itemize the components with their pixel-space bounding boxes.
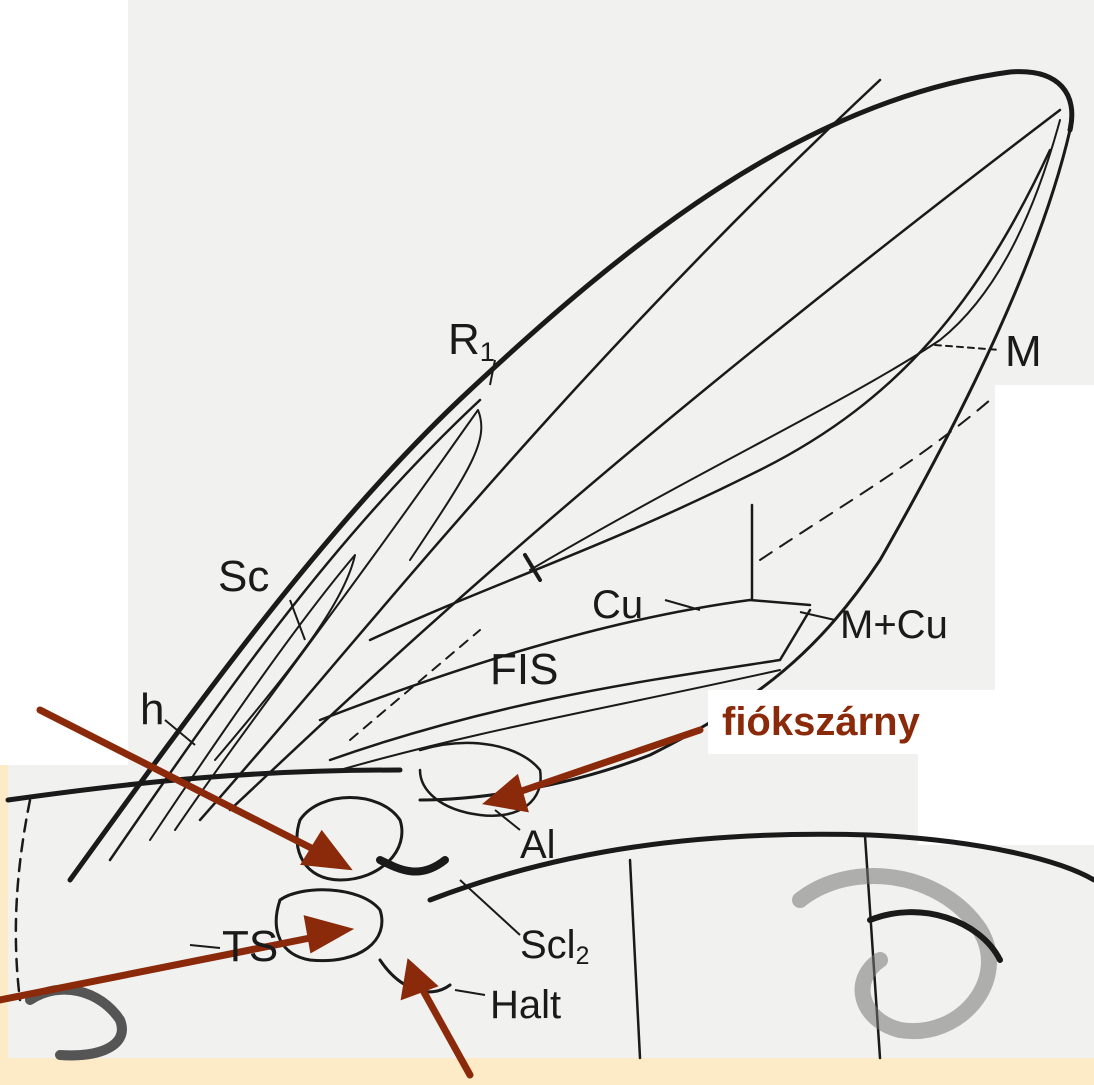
arrow-alula-head — [490, 780, 524, 808]
base-sclerite — [30, 990, 122, 1056]
label-r1-sub: 1 — [480, 336, 495, 367]
label-r1-main: R — [448, 315, 480, 364]
label-fis: FIS — [490, 648, 558, 692]
arrow-halter — [420, 985, 470, 1075]
label-scl2-sub: 2 — [576, 943, 590, 970]
label-scl2-main: Scl — [520, 923, 576, 967]
scutellum-dark-fill — [380, 860, 445, 872]
arrow-upper-squama-head — [306, 836, 345, 866]
label-m: M — [1005, 330, 1042, 374]
vein-crossvein — [525, 555, 540, 580]
label-r1: R1 — [448, 318, 495, 365]
label-h: h — [140, 688, 164, 732]
arrow-lower-squama-head — [308, 920, 345, 948]
arrow-alula — [510, 730, 700, 795]
label-m-cu: M+Cu — [840, 605, 948, 645]
arrow-upper-squama — [40, 710, 325, 855]
leg-coil-1 — [800, 876, 989, 1031]
leader-ts — [190, 945, 220, 948]
leader-halt — [455, 990, 485, 995]
wing-costal-margin — [70, 72, 1072, 880]
vein-m-cell — [530, 120, 1060, 570]
leader-cu — [665, 600, 700, 610]
label-sc: Sc — [218, 555, 269, 599]
label-cu: Cu — [592, 585, 643, 625]
vein-m — [370, 150, 1050, 640]
label-scl2: Scl2 — [520, 925, 589, 970]
thorax-front — [16, 800, 30, 1000]
label-ts: TS — [222, 925, 278, 969]
label-halt: Halt — [490, 985, 561, 1025]
label-al: Al — [520, 825, 556, 865]
callout-fiokszarny: fiókszárny — [708, 690, 934, 754]
abdomen-segment-1 — [630, 860, 640, 1058]
leader-scl2 — [460, 880, 520, 935]
